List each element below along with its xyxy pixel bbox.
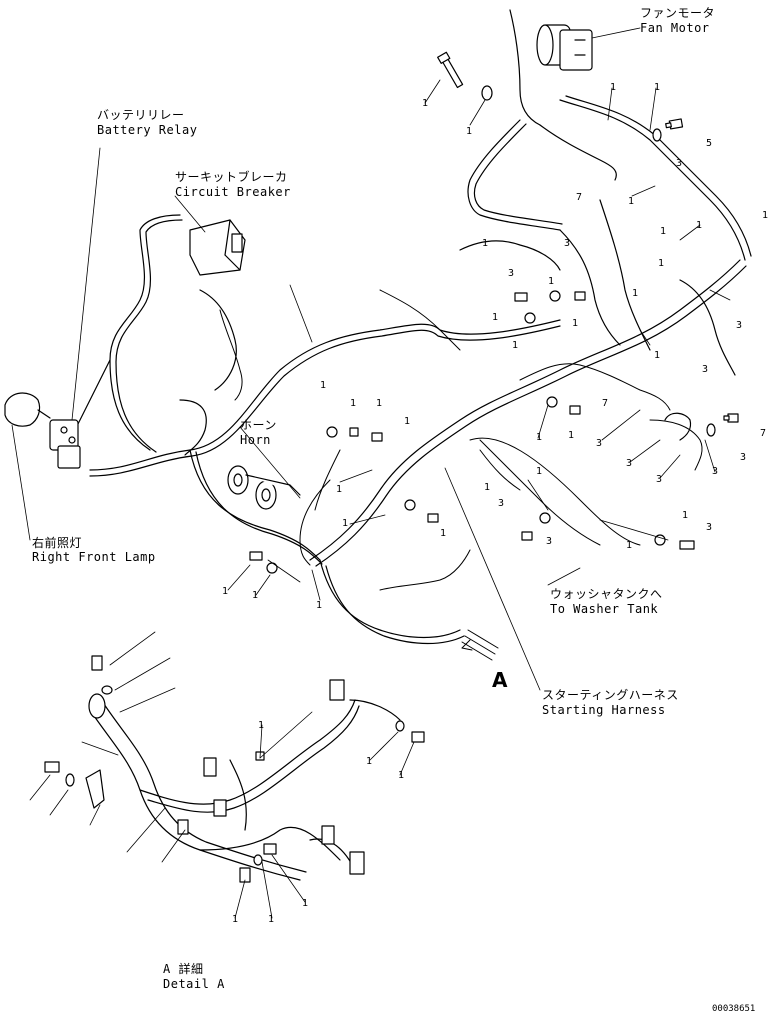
- part-number: 1: [484, 482, 491, 493]
- part-number: 3: [740, 452, 747, 463]
- leader-lines: [11, 27, 731, 691]
- part-number: 1: [222, 586, 229, 597]
- part-number: 1: [658, 258, 665, 269]
- part-number: 7: [760, 428, 767, 439]
- detail-a-leaders: [29, 631, 415, 919]
- part-number: 1: [252, 590, 259, 601]
- part-number: 1: [632, 288, 639, 299]
- part-number: 1: [316, 600, 323, 611]
- part-number: 1: [422, 98, 429, 109]
- starting-harness-label-en: Starting Harness: [542, 703, 666, 717]
- part-number: 1: [628, 196, 635, 207]
- part-number: 1: [654, 350, 661, 361]
- part-number: 3: [564, 238, 571, 249]
- part-number: 7: [602, 398, 609, 409]
- washer-tank-label-en: To Washer Tank: [550, 602, 659, 616]
- battery-relay: [49, 419, 81, 469]
- detail-a-label-en: Detail A: [163, 977, 225, 991]
- fan-motor-label-en: Fan Motor: [640, 21, 710, 35]
- part-number: 1: [404, 416, 411, 427]
- horn-label-en: Horn: [240, 433, 271, 447]
- part-number: 3: [712, 466, 719, 477]
- part-number: 1: [626, 540, 633, 551]
- part-number: 1: [466, 126, 473, 137]
- part-number: 1: [512, 340, 519, 351]
- part-number: 1: [366, 756, 373, 767]
- main-harness-trunk: [89, 259, 747, 645]
- part-number: 1: [492, 312, 499, 323]
- part-number: 1: [398, 770, 405, 781]
- part-number: 1: [536, 432, 543, 443]
- part-number: 3: [656, 474, 663, 485]
- part-number: 1: [258, 720, 265, 731]
- battery-relay-label-en: Battery Relay: [97, 123, 198, 137]
- right-front-lamp-label-en: Right Front Lamp: [32, 550, 156, 564]
- part-number: 1: [682, 510, 689, 521]
- part-number: 1: [376, 398, 383, 409]
- part-number: 3: [676, 158, 683, 169]
- part-number: 1: [536, 466, 543, 477]
- part-number: 3: [736, 320, 743, 331]
- detail-a-parts: [44, 655, 425, 883]
- part-number: 1: [232, 914, 239, 925]
- washers: [266, 85, 716, 574]
- part-number: 5: [706, 138, 713, 149]
- part-number: 3: [508, 268, 515, 279]
- part-number: 3: [706, 522, 713, 533]
- starting-harness-label-jp: スターティングハーネス: [542, 688, 679, 702]
- part-number: 1: [268, 914, 275, 925]
- part-number: 1: [342, 518, 349, 529]
- part-number: 3: [626, 458, 633, 469]
- right-front-lamp-label-jp: 右前照灯: [32, 536, 83, 550]
- fan-motor-label-jp: ファンモータ: [640, 6, 716, 20]
- part-number: 1: [320, 380, 327, 391]
- part-number: 1: [548, 276, 555, 287]
- part-number: 1: [610, 82, 617, 93]
- part-number: 1: [696, 220, 703, 231]
- circuit-breaker-label-en: Circuit Breaker: [175, 185, 291, 199]
- part-number: 3: [596, 438, 603, 449]
- circuit-breaker-label-jp: サーキットブレーカ: [175, 170, 288, 184]
- part-number: 1: [572, 318, 579, 329]
- view-arrow-letter: A: [492, 668, 508, 692]
- horns: [227, 465, 301, 510]
- part-number: 3: [702, 364, 709, 375]
- horn-label-jp: ホーン: [240, 418, 277, 432]
- part-number: 1: [568, 430, 575, 441]
- part-number: 7: [576, 192, 583, 203]
- part-number: 1: [336, 484, 343, 495]
- part-number: 1: [482, 238, 489, 249]
- right-front-lamp: [4, 392, 51, 427]
- part-number: 1: [654, 82, 661, 93]
- circuit-breaker: [189, 219, 246, 276]
- part-number: 3: [498, 498, 505, 509]
- view-arrow-a: [461, 629, 499, 661]
- clamp-right: [664, 412, 692, 441]
- detail-a-label-jp: A 詳細: [163, 962, 204, 976]
- relay-branch-harness: [59, 214, 237, 456]
- part-number: 1: [762, 210, 768, 221]
- bolts: [249, 51, 739, 561]
- detail-a-harness: [89, 699, 401, 881]
- fan-motor: [536, 24, 593, 71]
- battery-relay-label-jp: バッテリリレー: [97, 108, 185, 122]
- drawing-code: 00038651: [712, 1004, 756, 1014]
- upper-right-harness: [459, 9, 752, 376]
- secondary-wires: [219, 289, 703, 591]
- part-number: 1: [302, 898, 309, 909]
- part-number: 1: [440, 528, 447, 539]
- part-number: 1: [350, 398, 357, 409]
- washer-tank-label-jp: ウォッシャタンクへ: [550, 587, 663, 601]
- part-number: 3: [546, 536, 553, 547]
- part-number: 1: [660, 226, 667, 237]
